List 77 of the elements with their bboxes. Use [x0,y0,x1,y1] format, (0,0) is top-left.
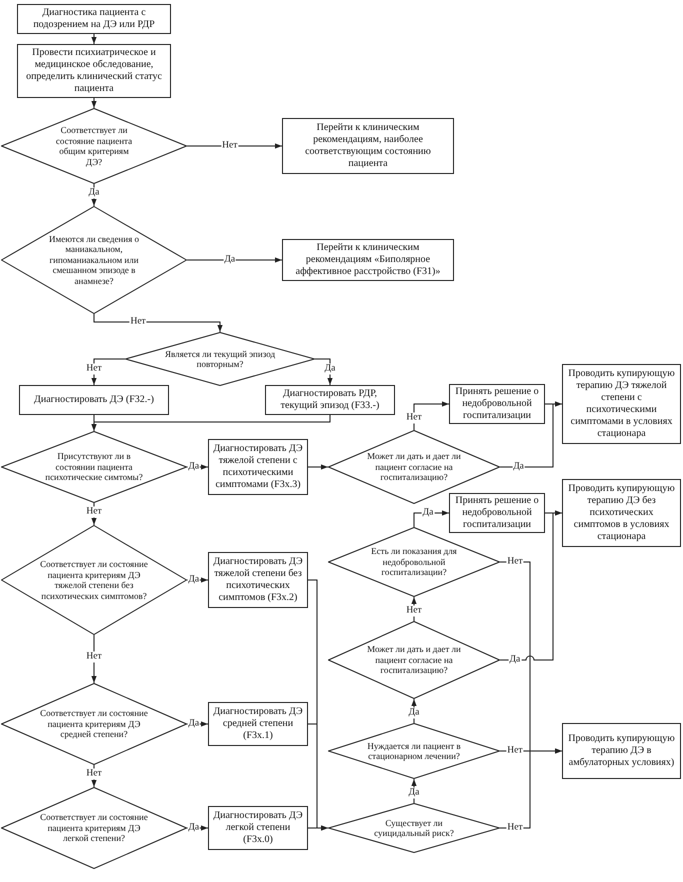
step-text: Диагностировать ДЭ средней степени (F3x.1) [212,706,304,742]
question-text: Существует ли суицидальный риск? [373,818,455,838]
decision-diamond [328,527,500,597]
process-box [17,44,171,98]
flow-arrow [186,143,282,149]
edge-label: Да [223,254,236,266]
edge-label: Да [88,187,100,198]
step-text: Диагностика пациента с подозрением на ДЭ или РДР [32,7,156,31]
step-text: Провести психиатрическое и медицинское обследование, определить клинический статус пациента [25,47,163,95]
step-text: Диагностировать ДЭ тяжелой степени с психотическими симптомами (F3x.3) [212,443,304,491]
edge-label: Да [512,462,525,472]
question-text: Есть ли показания для недобровольной госпитализации? [370,546,458,578]
flow-arrow [544,401,562,407]
edge-label: Нет [405,605,423,616]
step-text: Принять решение о недобровольной госпитализации [454,495,540,531]
flow-arrow [91,34,97,44]
decision-diamond [328,723,500,779]
edge-label: Нет [85,651,103,662]
step-text: Проводить купирующую терапию ДЭ тяжелой степени с психотическими симптомами в условиях стационара [567,368,676,440]
question-text: Имеются ли сведения о маниакальном, гипоманиакальном или смешанном эпизоде в анамнезе? [48,234,140,286]
process-box [282,239,454,281]
edge-label: Да [187,574,200,586]
decision-diamond [1,787,187,869]
step-text: Принять решение о недобровольной госпитализации [454,386,540,422]
decision-diamond [1,431,187,503]
decision-diamond [328,621,500,699]
question-text: Нуждается ли пациент в стационарном лечении? [366,740,462,762]
decision-diamond [1,206,187,314]
edge-label: Нет [85,506,103,518]
step-text: Диагностировать ДЭ легкой степени (F3x.0) [212,810,304,846]
process-box [562,723,681,779]
question-text: Соответствует ли состояние пациента общим критериям ДЭ? [54,125,134,167]
edge-label: Да [408,787,420,798]
flow-arrow [414,401,450,430]
flow-arrow [91,358,126,386]
flow-arrow [186,257,282,263]
step-text: Диагностировать РДР, текущий эпизод (F33.-) [280,388,380,412]
edge-label: Да [422,508,434,518]
flow-arrow [500,748,562,828]
question-text: Является ли текущий эпизод повторным? [164,348,276,370]
flow-arrow [308,464,328,470]
decision-diamond [1,108,187,184]
decision-diamond [1,683,187,765]
flow-arrow [500,510,562,660]
edge-label: Да [187,462,200,472]
flow-arrow [308,825,328,831]
edge-label: Нет [85,364,103,375]
process-box [19,385,169,415]
process-box [265,385,395,415]
edge-label: Нет [85,768,103,780]
question-text: Может ли дать и дает ли пациент согласие на госпитализацию? [366,644,462,676]
flow-arrow [91,414,330,432]
process-box [282,118,454,174]
step-text: Проводить купирующую терапию ДЭ в амбулаторных условиях) [567,733,676,769]
flow-arrow [91,98,97,108]
question-text: Присутствуют ли в состоянии пациента психотические симтомы? [44,451,144,483]
edge-label: Да [508,654,522,666]
step-text: Диагностировать ДЭ тяжелой степени без психотических симптомов (F3x.2) [212,556,304,604]
process-box [17,4,171,34]
step-text: Диагностировать ДЭ (F32.-) [33,394,155,406]
step-text: Перейти к клиническим рекомендациям «Биполярное аффективное расстройство (F31)» [294,242,442,278]
question-text: Соответствует ли состояние пациента критериям ДЭ тяжелой степени без психотических симптомов? [39,559,149,601]
edge-label: Нет [405,412,423,424]
decision-diamond [328,803,500,853]
decision-diamond [1,525,187,635]
edge-label: Да [187,718,200,730]
edge-label: Да [324,364,336,375]
question-text: Может ли дать и дает ли пациент согласие на госпитализацию? [366,451,462,483]
flow-arrow [91,634,97,684]
edge-label: Да [187,822,200,834]
edge-label: Да [408,707,420,718]
step-text: Перейти к клиническим рекомендациям, наиболее соответствующим состоянию пациента [304,122,432,170]
question-text: Соответствует ли состояние пациента критериям ДЭ легкой степени? [39,812,149,844]
decision-diamond [125,332,315,386]
flow-arrow [94,314,223,332]
step-text: Проводить купирующую терапию ДЭ без психотических симптомов в условиях стационара [567,483,676,543]
question-text: Соответствует ли состояние пациента критериям ДЭ средней степени? [39,708,149,740]
